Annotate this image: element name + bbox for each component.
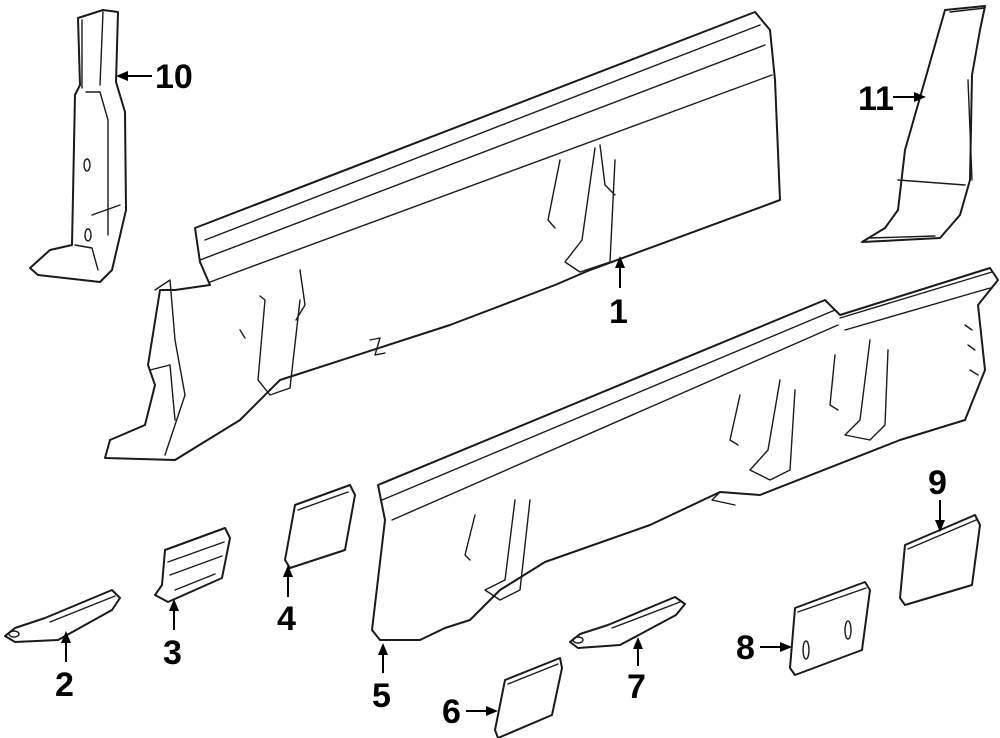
part-10-pillar-bracket xyxy=(29,9,127,283)
callout-leaders xyxy=(61,71,945,716)
part-4-filler-plate xyxy=(284,484,356,569)
part-8-slotted-plate xyxy=(789,581,871,676)
part-1-upper-side-panel xyxy=(104,11,781,461)
part-9-plate xyxy=(899,514,981,606)
part-3-bracket xyxy=(154,527,231,603)
callout-4: 4 xyxy=(277,600,296,638)
part-5-lower-side-panel xyxy=(371,267,999,641)
callout-1: 1 xyxy=(609,293,628,331)
callout-8: 8 xyxy=(736,629,755,667)
callout-2: 2 xyxy=(55,666,74,704)
part-11-corner-trim xyxy=(861,5,986,243)
part-7-sill-strip xyxy=(569,596,686,649)
callout-9: 9 xyxy=(928,464,947,502)
callout-11: 11 xyxy=(858,80,894,118)
callout-3: 3 xyxy=(163,634,182,672)
callout-10: 10 xyxy=(155,58,193,96)
callout-5: 5 xyxy=(372,677,391,715)
part-2-sill-strip xyxy=(4,589,121,643)
callout-6: 6 xyxy=(442,693,461,731)
callout-7: 7 xyxy=(627,668,646,706)
callout-numbers: 10 11 1 9 4 3 2 5 7 8 6 xyxy=(55,58,947,731)
part-6-plate xyxy=(494,657,563,738)
